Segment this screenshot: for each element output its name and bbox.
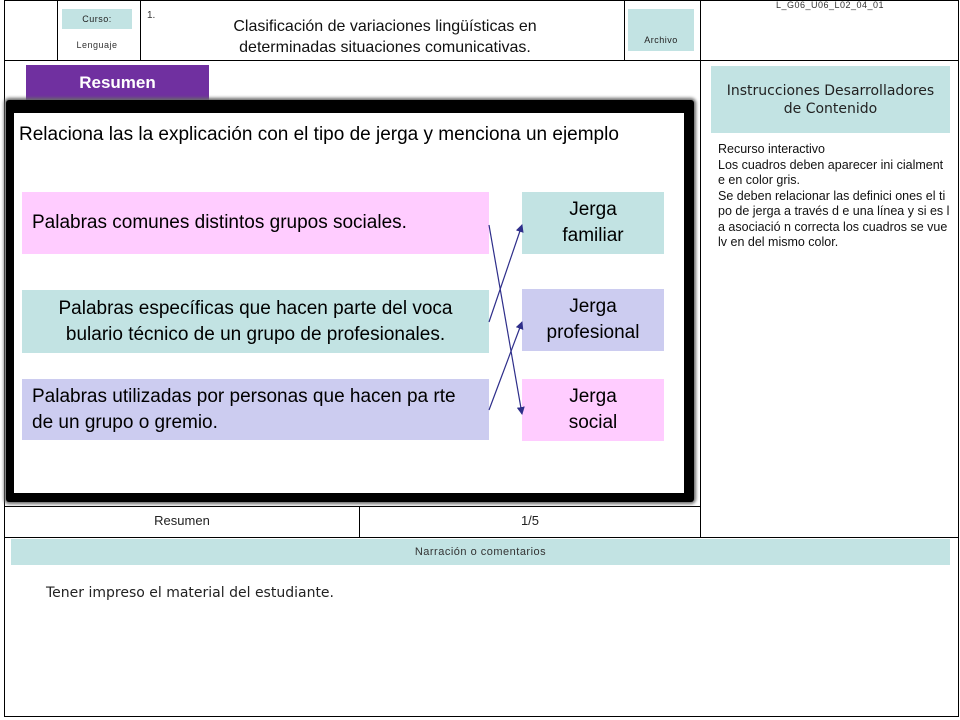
jerga-box-profesional[interactable]: Jerga profesional [522, 289, 664, 351]
archivo-text: Archivo [644, 35, 678, 45]
jerga-box-familiar[interactable]: Jerga familiar [522, 192, 664, 254]
instructions-body: Recurso interactivo Los cuadros deben ap… [718, 142, 950, 249]
resumen-tab: Resumen [26, 65, 209, 101]
jerga-text-familiar: Jerga familiar [562, 199, 624, 246]
jerga-text-social: Jerga social [568, 386, 618, 433]
definition-text-2: Palabras específicas que hacen parte del… [58, 297, 453, 345]
instructions-header: Instrucciones Desarrolladores de Conteni… [711, 66, 950, 133]
page-title: Clasificación de variaciones lingüística… [233, 18, 537, 56]
definition-box-3[interactable]: Palabras utilizadas por personas que hac… [22, 379, 489, 440]
subject-label: Lenguaje [76, 40, 118, 50]
definition-box-1[interactable]: Palabras comunes distintos grupos social… [22, 192, 489, 254]
jerga-text-profesional: Jerga profesional [546, 296, 640, 343]
slide-page-number: 1/5 [520, 513, 540, 528]
narration-label: Narración o comentarios [11, 539, 950, 565]
file-code: L_G06_U06_L02_04_01 [775, 0, 885, 10]
curso-value: 1. [147, 10, 156, 21]
slide-footer-left: Resumen [154, 513, 210, 528]
definition-text-1: Palabras comunes distintos grupos social… [32, 212, 407, 233]
definition-text-3: Palabras utilizadas por personas que hac… [32, 385, 456, 433]
instructions-title: Instrucciones Desarrolladores de Conteni… [726, 82, 935, 117]
jerga-box-social[interactable]: Jerga social [522, 379, 664, 441]
activity-instruction: Relaciona las la explicación con el tipo… [19, 124, 619, 145]
resumen-tab-label: Resumen [79, 73, 156, 92]
narration-text: Tener impreso el material del estudiante… [46, 585, 334, 601]
definition-box-2[interactable]: Palabras específicas que hacen parte del… [22, 290, 489, 353]
curso-label: Curso: [62, 9, 132, 29]
archivo-label: Archivo [628, 9, 694, 51]
